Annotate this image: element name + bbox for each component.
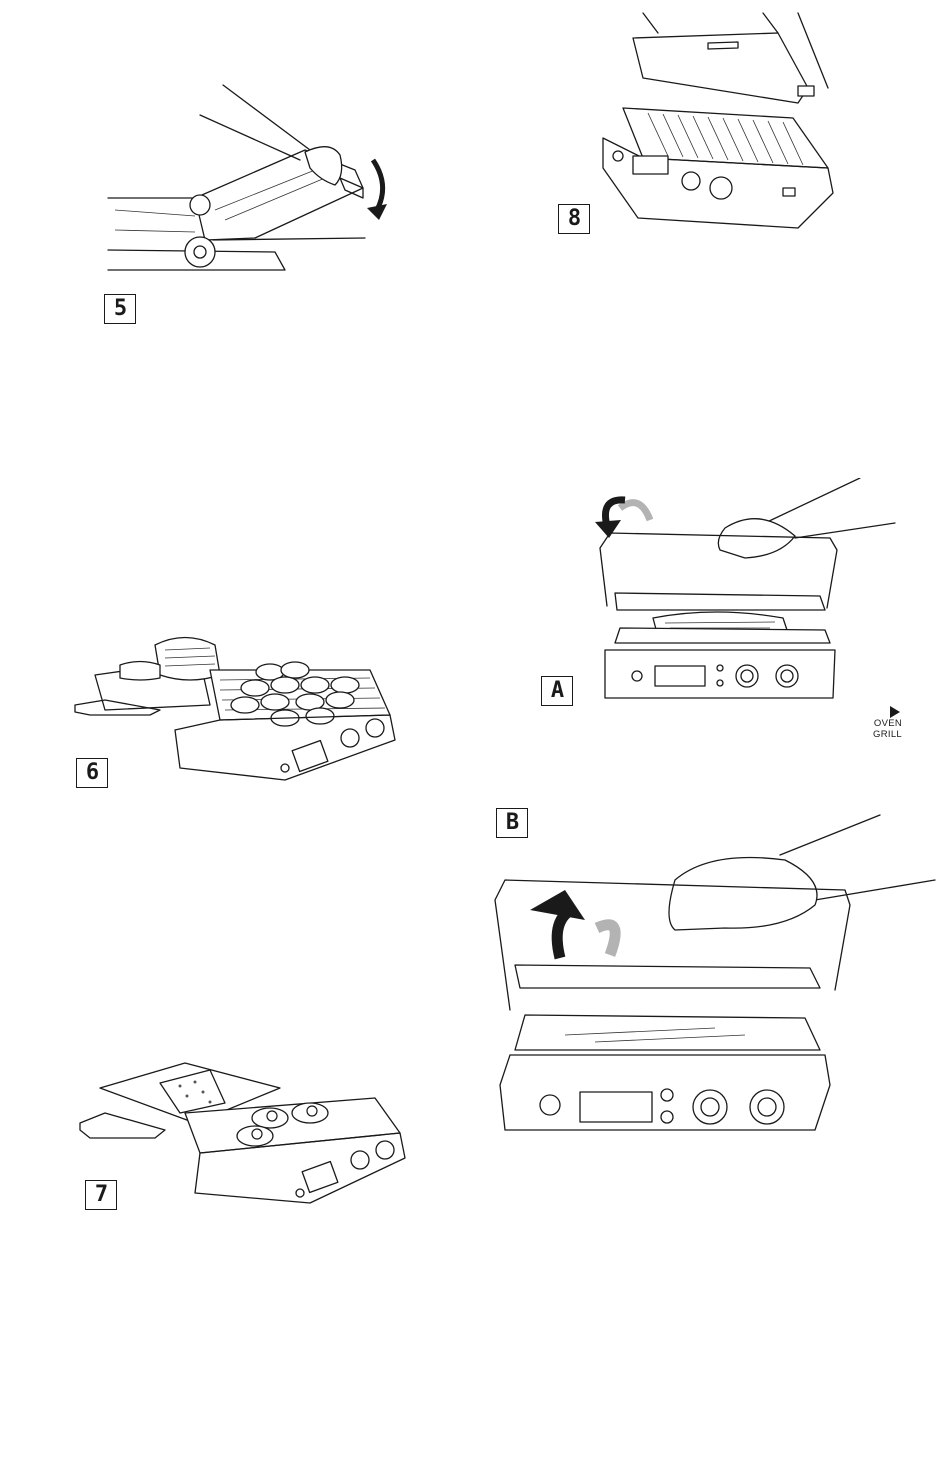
figure-a-illustration — [595, 478, 905, 703]
figure-b-illustration — [485, 810, 945, 1140]
oven-grill-badge: OVEN GRILL — [862, 706, 902, 740]
step-5-label: 5 — [104, 294, 136, 324]
oven-label: OVEN — [862, 718, 902, 729]
figure-8-illustration — [598, 8, 848, 238]
step-6-label: 6 — [76, 758, 108, 788]
figure-6-illustration — [70, 630, 400, 790]
figure-7-illustration — [75, 1058, 410, 1208]
grill-label: GRILL — [862, 729, 902, 740]
step-a-label: A — [541, 676, 573, 706]
step-b-label: B — [496, 808, 528, 838]
figure-5-illustration — [105, 80, 425, 290]
step-7-label: 7 — [85, 1180, 117, 1210]
play-triangle-icon — [890, 706, 900, 718]
step-8-label: 8 — [558, 204, 590, 234]
